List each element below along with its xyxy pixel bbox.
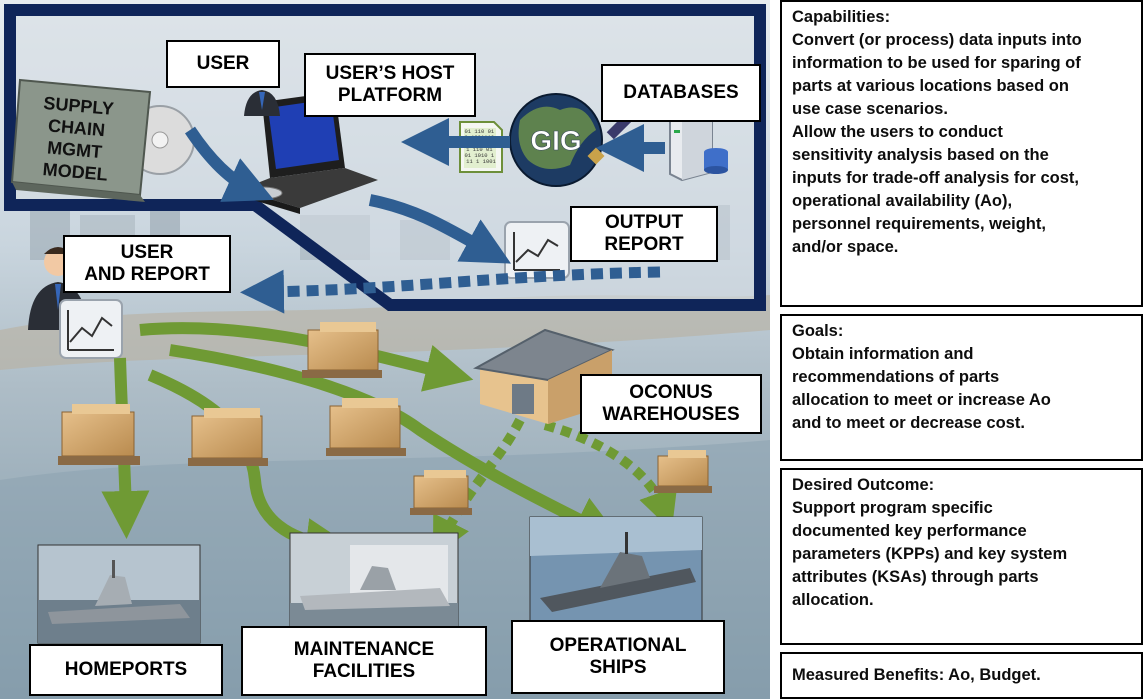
supply-chain-model-book <box>10 78 195 202</box>
maintenance-facilities-photo <box>289 532 459 637</box>
output-report-label: OUTPUT REPORT <box>570 206 718 262</box>
capabilities-title: Capabilities: <box>792 8 891 26</box>
goals-text: Obtain information and recommendations o… <box>792 345 1051 432</box>
output-to-user-dotted-arrow <box>240 266 661 314</box>
desired-outcome-title: Desired Outcome: <box>792 476 935 494</box>
goals-panel: Goals: Obtain information and recommenda… <box>780 314 1143 461</box>
homeports-photo <box>37 544 201 644</box>
box-pallet-4 <box>326 398 406 456</box>
gig-label: GIG <box>530 125 581 156</box>
capabilities-panel: Capabilities: Convert (or process) data … <box>780 0 1143 307</box>
model-to-laptop-arrow <box>185 126 274 202</box>
operational-ships-photo <box>529 516 703 626</box>
measured-benefits-title: Measured Benefits: Ao, Budget. <box>792 666 1041 684</box>
database-server-icon <box>669 102 728 182</box>
databases-label: DATABASES <box>601 64 761 122</box>
output-report-chart-icon <box>504 221 570 279</box>
box-pallet-1 <box>302 322 382 378</box>
maintenance-facilities-label: MAINTENANCE FACILITIES <box>241 626 487 696</box>
box-pallet-5 <box>410 470 472 515</box>
warehouse-to-maintenance-dotted-arrow <box>432 417 525 558</box>
capabilities-text: Convert (or process) data inputs into in… <box>792 31 1082 256</box>
goals-title: Goals: <box>792 322 844 340</box>
oconus-warehouses-label: OCONUS WAREHOUSES <box>580 374 762 434</box>
info-sidebar: Capabilities: Convert (or process) data … <box>780 0 1143 699</box>
book-title-text: SUPPLY CHAIN MGMT MODEL <box>37 93 119 185</box>
user-report-chart-icon <box>59 299 123 359</box>
user-to-warehouse-arrow <box>139 322 474 392</box>
user-and-report-label: USER AND REPORT <box>63 235 231 293</box>
user-label: USER <box>166 40 280 88</box>
desired-outcome-text: Support program specific documented key … <box>792 499 1068 609</box>
host-to-output-arrow <box>368 194 512 264</box>
measured-benefits-panel: Measured Benefits: Ao, Budget. <box>780 652 1143 699</box>
desired-outcome-panel: Desired Outcome: Support program specifi… <box>780 468 1143 645</box>
diagram-canvas: SUPPLY CHAIN MGMT MODEL GIG <box>0 0 770 699</box>
operational-ships-label: OPERATIONAL SHIPS <box>511 620 725 694</box>
box-pallet-2 <box>58 404 140 465</box>
box-pallet-6 <box>654 450 712 493</box>
warehouse-to-ships-dotted-arrow <box>543 420 678 531</box>
users-host-platform-label: USER’S HOST PLATFORM <box>304 53 476 117</box>
box-pallet-3 <box>188 408 268 466</box>
user-to-ships-arrow <box>169 344 622 541</box>
homeports-label: HOMEPORTS <box>29 644 223 696</box>
